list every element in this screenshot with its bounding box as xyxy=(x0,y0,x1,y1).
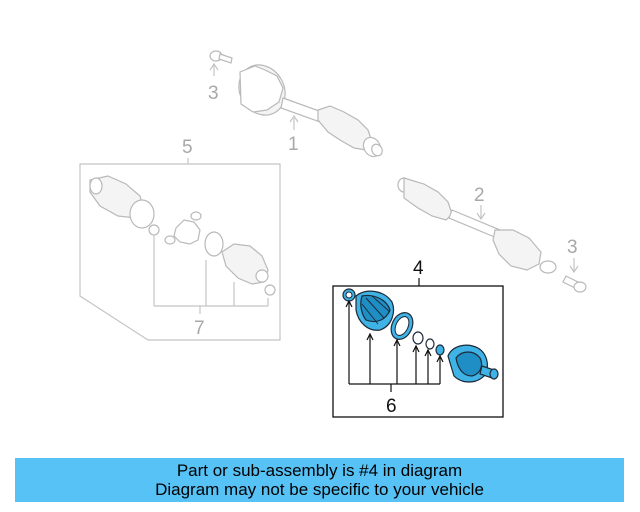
callout-4: 4 xyxy=(413,258,424,279)
inner-joint-housing[interactable] xyxy=(89,175,155,229)
parts-diagram: 3 1 2 3 5 xyxy=(79,50,587,418)
callout-3-right: 3 xyxy=(567,237,578,258)
callout-7-bracket xyxy=(153,236,269,314)
bolt-3-right[interactable] xyxy=(562,258,587,293)
cv-boot[interactable] xyxy=(355,290,395,331)
snap-rings[interactable] xyxy=(412,331,445,356)
callout-5: 5 xyxy=(182,137,193,158)
callout-4-box[interactable] xyxy=(332,285,504,418)
callout-6: 6 xyxy=(386,396,397,417)
bolt-3-top[interactable] xyxy=(209,50,233,76)
info-banner: Part or sub-assembly is #4 in diagram Di… xyxy=(15,458,624,502)
boot-clamp-small[interactable] xyxy=(342,288,356,302)
inner-joint-parts[interactable] xyxy=(148,211,276,296)
highlighted-outer-cv-kit[interactable] xyxy=(342,288,499,383)
axle-shaft-1[interactable] xyxy=(230,56,384,159)
banner-line-1: Part or sub-assembly is #4 in diagram xyxy=(176,461,463,480)
banner-line-2: Diagram may not be specific to your vehi… xyxy=(155,480,484,499)
boot-clamp-large[interactable] xyxy=(387,309,417,343)
outer-cv-joint[interactable] xyxy=(447,344,499,383)
callout-2: 2 xyxy=(474,185,485,206)
callout-1: 1 xyxy=(288,134,299,155)
callout-2-leader xyxy=(476,205,486,221)
callout-5-box xyxy=(79,163,281,341)
callout-1-leader xyxy=(289,114,299,130)
callout-6-bracket xyxy=(345,299,444,392)
axle-shaft-2[interactable] xyxy=(397,177,557,274)
callout-7: 7 xyxy=(194,318,205,339)
callout-3-top: 3 xyxy=(208,83,219,104)
